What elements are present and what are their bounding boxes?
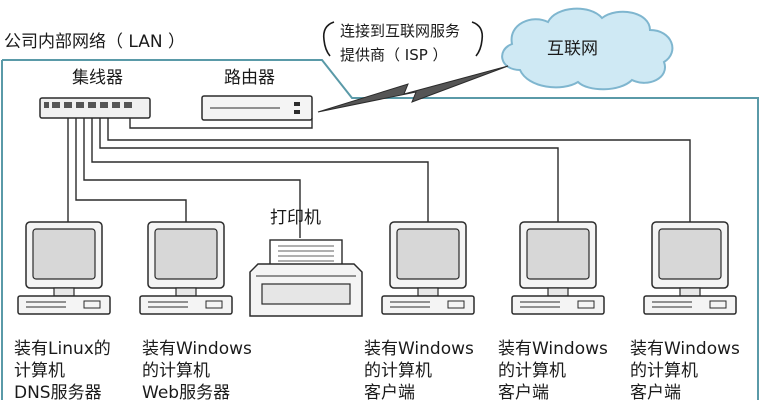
router-icon — [201, 95, 313, 121]
lan-boundary — [1, 59, 759, 400]
printer-label: 打印机 — [270, 208, 321, 228]
caption-line: 装有Windows — [364, 339, 474, 359]
computer-caption-4: 装有Windows 的计算机 客户端 — [498, 338, 608, 404]
internet-link-lightning — [317, 65, 509, 113]
caption-line: Web服务器 — [142, 383, 231, 403]
printer-icon — [249, 239, 363, 317]
caption-line: 客户端 — [498, 383, 549, 403]
computer-caption-5: 装有Windows 的计算机 客户端 — [630, 338, 740, 404]
caption-line: 装有Windows — [630, 339, 740, 359]
isp-bracket-left — [322, 21, 335, 57]
caption-line: 客户端 — [630, 383, 681, 403]
internet-label: 互联网 — [547, 39, 598, 59]
caption-line: 的计算机 — [630, 361, 698, 381]
caption-line: 装有Linux的 — [14, 339, 111, 359]
computer-windows-web-icon — [139, 221, 233, 315]
computer-caption-1: 装有Linux的 计算机 DNS服务器 — [14, 338, 111, 404]
caption-line: 的计算机 — [364, 361, 432, 381]
hub-icon — [39, 97, 151, 119]
caption-line: 计算机 — [14, 361, 65, 381]
caption-line: 的计算机 — [498, 361, 566, 381]
network-cables — [67, 118, 691, 238]
isp-label-line2: 提供商（ ISP ） — [340, 46, 448, 64]
isp-bracket-right — [471, 21, 484, 57]
computer-client-1-icon — [381, 221, 475, 315]
computer-client-2-icon — [511, 221, 605, 315]
hub-label: 集线器 — [72, 68, 123, 88]
isp-label-line1: 连接到互联网服务 — [340, 22, 461, 40]
computer-caption-3: 装有Windows 的计算机 客户端 — [364, 338, 474, 404]
computer-client-3-icon — [643, 221, 737, 315]
caption-line: DNS服务器 — [14, 383, 102, 403]
internet-cloud — [501, 7, 674, 91]
caption-line: 装有Windows — [498, 339, 608, 359]
caption-line: 客户端 — [364, 383, 415, 403]
caption-line: 的计算机 — [142, 361, 210, 381]
router-label: 路由器 — [224, 68, 275, 88]
caption-line: 装有Windows — [142, 339, 252, 359]
lan-label: 公司内部网络（ LAN ） — [4, 32, 186, 52]
computer-linux-dns-icon — [17, 221, 111, 315]
computer-caption-2: 装有Windows 的计算机 Web服务器 — [142, 338, 252, 404]
